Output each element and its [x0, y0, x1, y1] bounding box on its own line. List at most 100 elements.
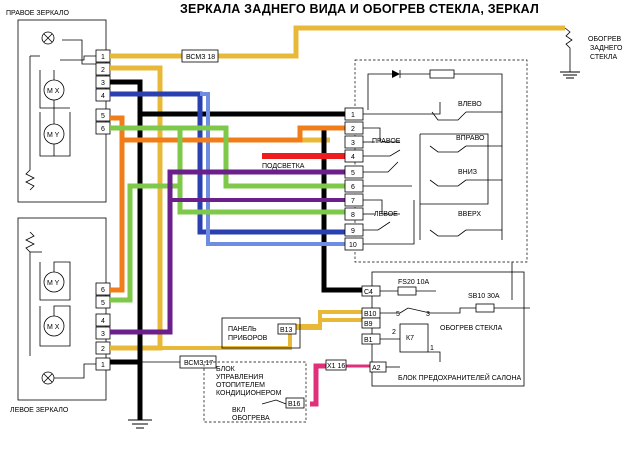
svg-text:БЛОК: БЛОК [216, 366, 236, 373]
svg-text:ОБОГРЕВА: ОБОГРЕВА [232, 415, 270, 422]
glass-heat-label: ОБОГРЕВ СТЕКЛА [440, 325, 503, 332]
svg-text:10: 10 [349, 242, 357, 249]
mirror-switch-block: 1 2 3 4 5 6 7 8 9 10 ВЛЕВО [344, 59, 528, 263]
panel-outline [221, 317, 301, 349]
wire-orange [110, 115, 125, 293]
fuse-icon [397, 286, 417, 296]
instrument-panel: ПАНЕЛЬ ПРИБОРОВ В13 [221, 317, 301, 349]
motor-y-label: M Y [47, 132, 60, 139]
svg-text:СТЕКЛА: СТЕКЛА [590, 54, 617, 61]
left-mirror-label: ЛЕВОЕ ЗЕРКАЛО [10, 407, 69, 414]
right-mirror-box [17, 19, 107, 203]
svg-text:3: 3 [351, 140, 355, 147]
wire-yellow-long [110, 65, 163, 351]
rear-heater: ОБОГРЕВ ЗАДНЕГО СТЕКЛА [564, 27, 623, 72]
wire-blue [110, 91, 345, 235]
fuse-block: С4 FS20 10A В10 В9 В1 А2 К7 5 3 2 1 SB10… [361, 271, 530, 387]
left-mirror: ЛЕВОЕ ЗЕРКАЛО M Y M X 6 5 4 3 2 1 [10, 217, 111, 414]
svg-text:КОНДИЦИОНЕРОМ: КОНДИЦИОНЕРОМ [216, 390, 282, 397]
ground-icon [560, 71, 580, 79]
switch-outline [354, 59, 528, 263]
svg-text:УПРАВЛЕНИЯ: УПРАВЛЕНИЯ [216, 374, 263, 381]
svg-text:4: 4 [101, 318, 105, 325]
motor-x-label: M X [47, 88, 60, 95]
svg-text:В10: В10 [364, 311, 377, 318]
svg-text:5: 5 [396, 311, 400, 318]
svg-text:А2: А2 [372, 365, 381, 372]
right-mirror-label: ПРАВОЕ ЗЕРКАЛО [6, 10, 69, 17]
svg-text:6: 6 [351, 184, 355, 191]
left-mirror-box [17, 217, 107, 401]
svg-text:ПАНЕЛЬ: ПАНЕЛЬ [228, 326, 257, 333]
bcm17-label: ВСМЗ 17 [184, 360, 213, 367]
switch-down-label: ВНИЗ [458, 169, 477, 176]
svg-text:ОТОПИТЕЛЕМ: ОТОПИТЕЛЕМ [216, 382, 265, 389]
bcm18-label: ВСМЗ 18 [186, 54, 215, 61]
right-mirror-pins: 1 2 3 4 5 6 [95, 49, 111, 135]
svg-text:1: 1 [351, 112, 355, 119]
svg-text:1: 1 [101, 54, 105, 61]
fuse-block-outline [371, 271, 525, 387]
switch-right-label: ВПРАВО [456, 135, 485, 142]
svg-text:5: 5 [351, 170, 355, 177]
svg-text:С4: С4 [364, 289, 373, 296]
page-title: ЗЕРКАЛА ЗАДНЕГО ВИДА И ОБОГРЕВ СТЕКЛА, З… [180, 2, 539, 16]
sb10-label: SB10 30A [468, 293, 500, 300]
svg-text:ПРИБОРОВ: ПРИБОРОВ [228, 335, 268, 342]
svg-text:В9: В9 [364, 321, 373, 328]
svg-text:4: 4 [101, 93, 105, 100]
svg-text:2: 2 [101, 67, 105, 74]
switch-left-mirror-label: ЛЕВОЕ [374, 211, 398, 218]
wire-pink [310, 363, 345, 407]
ac-control-unit: БЛОК УПРАВЛЕНИЯ ОТОПИТЕЛЕМ КОНДИЦИОНЕРОМ… [203, 359, 347, 423]
svg-text:3: 3 [426, 311, 430, 318]
svg-text:В13: В13 [280, 327, 293, 334]
svg-text:К7: К7 [406, 335, 414, 342]
svg-text:5: 5 [101, 113, 105, 120]
switch-right-mirror-label: ПРАВОЕ [372, 138, 401, 145]
svg-text:1: 1 [101, 362, 105, 369]
svg-text:2: 2 [101, 346, 105, 353]
svg-text:6: 6 [101, 126, 105, 133]
svg-text:3: 3 [101, 80, 105, 87]
svg-text:X1 16: X1 16 [327, 363, 345, 370]
heater-icon [25, 231, 35, 356]
ac-outline [203, 361, 307, 423]
svg-text:5: 5 [101, 300, 105, 307]
heater-icon [25, 56, 35, 191]
led-icon [392, 70, 400, 78]
lamp-icon [41, 31, 55, 45]
svg-text:6: 6 [101, 287, 105, 294]
fuse-block-label: БЛОК ПРЕДОХРАНИТЕЛЕЙ САЛОНА [398, 373, 522, 382]
svg-text:В1: В1 [364, 337, 373, 344]
fs20-label: FS20 10A [398, 279, 429, 286]
svg-text:9: 9 [351, 228, 355, 235]
svg-text:2: 2 [351, 126, 355, 133]
svg-text:ВКЛ: ВКЛ [232, 407, 246, 414]
svg-text:ОБОГРЕВ: ОБОГРЕВ [588, 36, 622, 43]
fuse-icon [475, 303, 495, 313]
wire-purple [110, 169, 345, 335]
motor-y-label: M Y [47, 280, 60, 287]
switch-left-label: ВЛЕВО [458, 101, 482, 108]
right-mirror: ПРАВОЕ ЗЕРКАЛО M X M Y 1 2 3 4 5 6 [6, 10, 111, 203]
switch-pins: 1 2 3 4 5 6 7 8 9 10 [344, 107, 364, 251]
svg-text:4: 4 [351, 154, 355, 161]
svg-text:3: 3 [101, 331, 105, 338]
wire-black-top [110, 79, 345, 117]
svg-text:1: 1 [430, 345, 434, 352]
bcm18-connector [181, 49, 219, 63]
svg-text:В16: В16 [288, 401, 301, 408]
switch-up-label: ВВЕРХ [458, 211, 481, 218]
wire-yellow-top [110, 25, 565, 59]
relay-k7 [399, 323, 429, 353]
resistor-icon [429, 69, 455, 79]
motor-x-label: M X [47, 324, 60, 331]
left-mirror-pins: 6 5 4 3 2 1 [95, 282, 111, 371]
svg-text:ЗАДНЕГО: ЗАДНЕГО [590, 45, 623, 52]
ground-icon [128, 419, 152, 429]
backlight-label: ПОДСВЕТКА [262, 163, 305, 170]
svg-text:2: 2 [392, 329, 396, 336]
